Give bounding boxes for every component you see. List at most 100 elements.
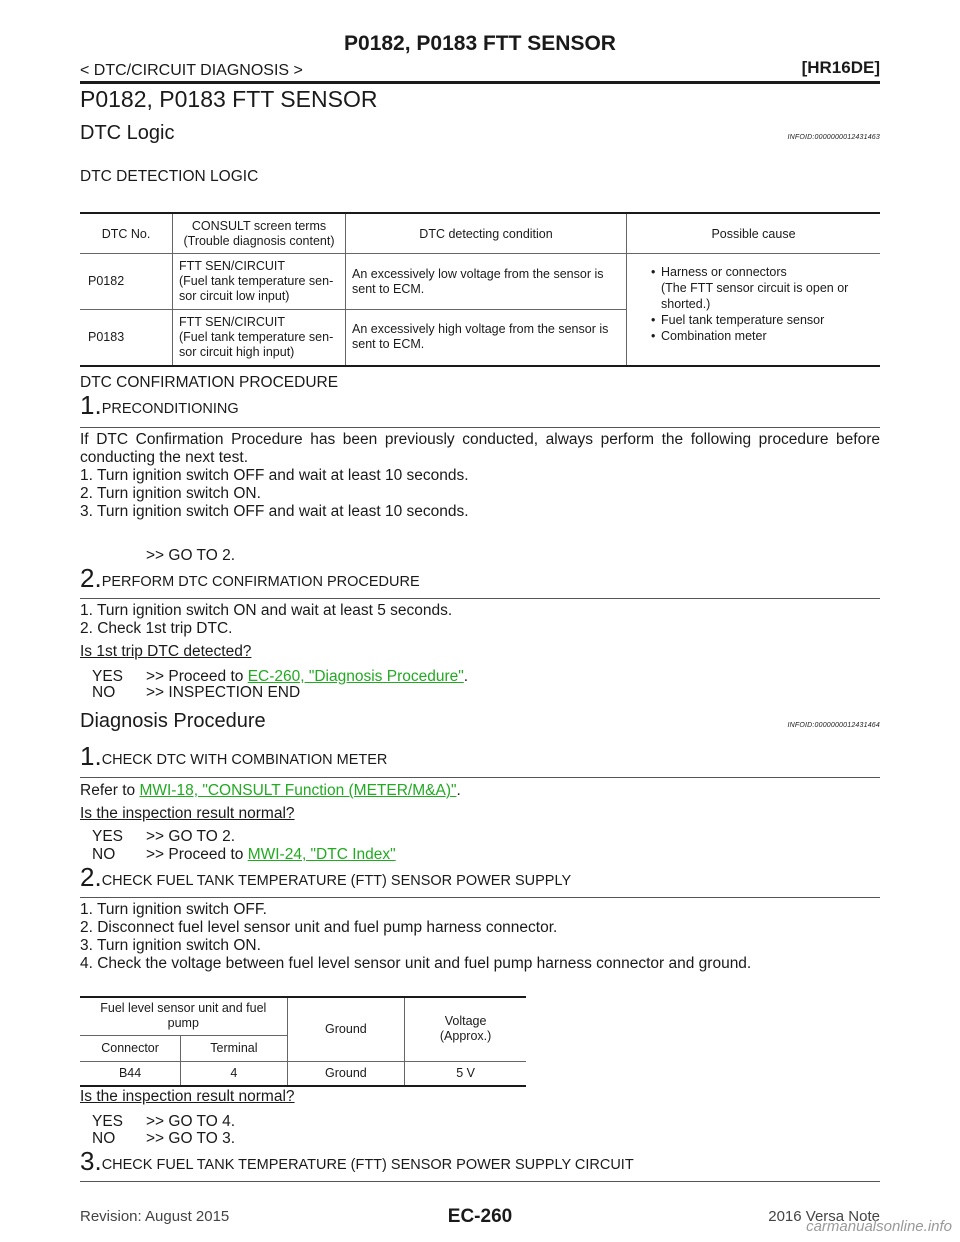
confirm-step-1-title: 1.PRECONDITIONING — [80, 390, 239, 421]
step-title: CHECK DTC WITH COMBINATION METER — [101, 752, 388, 768]
no-branch: NO >> Proceed to MWI-24, "DTC Index" — [92, 846, 892, 864]
yes-label: YES — [92, 828, 124, 845]
link-consult-function[interactable]: MWI-18, "CONSULT Function (METER/M&A)" — [139, 782, 457, 799]
col-connector: Connector — [80, 1034, 182, 1062]
footer-page-number: EC-260 — [447, 1206, 513, 1227]
no-action: >> GO TO 3. — [146, 1130, 236, 1147]
cell-ground: Ground — [287, 1061, 406, 1086]
watermark: carmanualsonline.info — [806, 1218, 952, 1235]
step-title: PERFORM DTC CONFIRMATION PROCEDURE — [101, 574, 420, 590]
diagnosis-heading: Diagnosis Procedure — [80, 710, 266, 732]
cause-item: Combination meter — [651, 328, 874, 344]
header-title: P0182, P0183 FTT SENSOR — [344, 32, 616, 55]
goto-text: >> GO TO 2. — [146, 547, 236, 564]
no-label: NO — [92, 1130, 116, 1147]
no-branch: NO>> INSPECTION END — [92, 684, 892, 702]
col-ground: Ground — [287, 997, 406, 1062]
list-item: 2. Check 1st trip DTC. — [80, 620, 233, 637]
step-title: CHECK FUEL TANK TEMPERATURE (FTT) SENSOR… — [101, 1157, 634, 1173]
link-dtc-index[interactable]: MWI-24, "DTC Index" — [247, 846, 396, 863]
step-number: 2. — [80, 862, 102, 892]
list-item: 2. Turn ignition switch ON. — [80, 485, 261, 502]
link-diagnosis-procedure[interactable]: EC-260, "Diagnosis Procedure" — [247, 668, 464, 685]
possible-causes: Harness or connectors (The FTT sensor ci… — [627, 254, 881, 366]
list-item: 1. Turn ignition switch ON and wait at l… — [80, 602, 453, 619]
step-title: CHECK FUEL TANK TEMPERATURE (FTT) SENSOR… — [101, 873, 572, 889]
yes-branch: YES >> Proceed to EC-260, "Diagnosis Proc… — [92, 668, 892, 686]
detecting-condition: An excessively low voltage from the sens… — [345, 253, 627, 310]
question-text: Is 1st trip DTC detected? — [80, 643, 252, 660]
step-number: 2. — [80, 563, 102, 593]
dtc-detection-table: DTC No. CONSULT screen terms (Trouble di… — [80, 212, 880, 367]
dtc-logic-info-id: INFOID:0000000012431463 — [787, 134, 880, 141]
question-text: Is the inspection result normal? — [80, 1088, 295, 1105]
detecting-condition: An excessively high voltage from the sen… — [345, 309, 627, 366]
header-engine: [HR16DE] — [801, 58, 880, 77]
yes-branch: YES >> GO TO 2. — [92, 828, 892, 846]
list-item: 1. Turn ignition switch OFF. — [80, 901, 267, 918]
step-rule — [80, 777, 880, 778]
step-rule — [80, 1181, 880, 1182]
punctuation: . — [463, 668, 469, 685]
diag-step-2-title: 2.CHECK FUEL TANK TEMPERATURE (FTT) SENS… — [80, 862, 571, 893]
no-label: NO — [92, 684, 116, 701]
confirmation-heading: DTC CONFIRMATION PROCEDURE — [80, 374, 339, 391]
dtc-code: P0183 — [80, 309, 173, 366]
header-rule — [80, 81, 880, 84]
step-number: 3. — [80, 1146, 102, 1176]
step-number: 1. — [80, 390, 102, 420]
yes-label: YES — [92, 1113, 124, 1130]
col-consult-terms: CONSULT screen terms (Trouble diagnosis … — [172, 213, 346, 254]
refer-text: Refer to MWI-18, "CONSULT Function (METE… — [80, 782, 880, 800]
dtc-code: P0182 — [80, 253, 173, 310]
consult-terms: FTT SEN/CIRCUIT (Fuel tank temperature s… — [172, 309, 346, 366]
refer-prefix: Refer to — [80, 782, 140, 799]
consult-terms: FTT SEN/CIRCUIT (Fuel tank temperature s… — [172, 253, 346, 310]
header-section: < DTC/CIRCUIT DIAGNOSIS > — [80, 62, 303, 79]
diagnosis-info-id: INFOID:0000000012431464 — [787, 722, 880, 729]
yes-label: YES — [92, 668, 124, 685]
footer-model: 2016 Versa Note — [768, 1208, 880, 1225]
list-item: 4. Check the voltage between fuel level … — [80, 955, 752, 972]
col-dtc-no: DTC No. — [80, 213, 173, 254]
step-rule — [80, 897, 880, 898]
no-label: NO — [92, 846, 116, 863]
diag-step-3-title: 3.CHECK FUEL TANK TEMPERATURE (FTT) SENS… — [80, 1146, 634, 1177]
table-row: P0182 FTT SEN/CIRCUIT (Fuel tank tempera… — [80, 253, 880, 344]
no-action: >> Proceed to — [146, 846, 248, 863]
dtc-logic-heading: DTC Logic — [80, 122, 175, 144]
cell-connector: B44 — [80, 1061, 182, 1086]
cell-terminal: 4 — [180, 1061, 288, 1086]
col-group-sensor-unit: Fuel level sensor unit and fuel pump — [80, 997, 288, 1035]
list-item: 3. Turn ignition switch ON. — [80, 937, 261, 954]
cause-item: Fuel tank temperature sensor — [651, 312, 874, 328]
cell-voltage: 5 V — [456, 1065, 475, 1080]
col-detecting-condition: DTC detecting condition — [345, 213, 627, 254]
voltage-check-table: Fuel level sensor unit and fuel pump Gro… — [80, 996, 526, 1087]
yes-action: >> GO TO 4. — [146, 1113, 236, 1130]
footer-revision: Revision: August 2015 — [80, 1208, 230, 1225]
step-rule — [80, 598, 880, 599]
table-row: B44 4 Ground 5 V — [80, 1061, 526, 1086]
table-row: P0183 FTT SEN/CIRCUIT (Fuel tank tempera… — [80, 309, 880, 366]
no-branch: NO >> GO TO 3. — [92, 1130, 892, 1148]
step-rule — [80, 427, 880, 428]
col-terminal: Terminal — [180, 1034, 288, 1062]
col-possible-cause: Possible cause — [711, 226, 796, 241]
yes-action: >> Proceed to — [146, 668, 248, 685]
diag-step-1-title: 1.CHECK DTC WITH COMBINATION METER — [80, 741, 387, 772]
yes-action: >> GO TO 2. — [146, 828, 236, 845]
detection-logic-heading: DTC DETECTION LOGIC — [80, 168, 259, 185]
step-number: 1. — [80, 741, 102, 771]
list-item: 2. Disconnect fuel level sensor unit and… — [80, 919, 558, 936]
confirm-step-1-text: If DTC Confirmation Procedure has been p… — [80, 431, 880, 466]
cause-item: Harness or connectors (The FTT sensor ci… — [651, 264, 874, 312]
page-title: P0182, P0183 FTT SENSOR — [80, 86, 378, 112]
step-title: PRECONDITIONING — [101, 401, 239, 417]
col-voltage: Voltage (Approx.) — [404, 997, 526, 1062]
confirm-step-2-title: 2.PERFORM DTC CONFIRMATION PROCEDURE — [80, 563, 420, 594]
question-text: Is the inspection result normal? — [80, 805, 295, 822]
yes-branch: YES >> GO TO 4. — [92, 1113, 892, 1131]
punctuation: . — [456, 782, 461, 799]
list-item: 1. Turn ignition switch OFF and wait at … — [80, 467, 469, 484]
